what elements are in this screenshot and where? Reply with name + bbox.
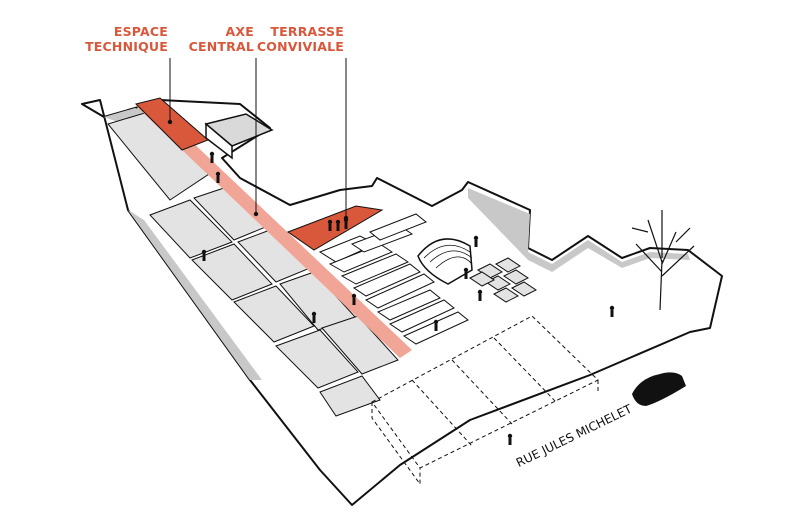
east-wall-shadow [468,188,690,272]
terrasse-conviviale-label: TERRASSE CONVIVIALE [257,24,344,54]
parking-slot-7 [275,329,359,389]
parking-slot-8 [321,315,399,375]
espace-technique-label: ESPACE TECHNIQUE [85,24,168,54]
axe-central-line2: CENTRAL [188,39,254,54]
axe-central-label: AXE CENTRAL [189,24,254,54]
espace-technique-line2: TECHNIQUE [85,39,168,54]
parking-slot-3 [191,243,273,301]
parking-slot-5 [233,285,315,343]
west-wall-shadow [128,210,262,380]
axe-central-line1: AXE [225,24,254,39]
espace-technique-line1: ESPACE [113,24,168,39]
people-figures [201,151,615,445]
parking-slot-1 [149,199,233,259]
market-stalls [371,315,599,486]
greenhouse [417,238,473,285]
north-wall-shadow [104,108,150,122]
car-icon [632,372,686,406]
terrasse-conviviale-line2: CONVIVIALE [256,39,344,54]
tree-icon [631,210,695,311]
terrasse-conviviale-line1: TERRASSE [270,24,344,39]
parking-slot-9 [319,375,381,417]
central-axis [136,102,412,358]
square-planters [469,257,537,303]
terrasse-conviviale-zone [286,205,384,251]
